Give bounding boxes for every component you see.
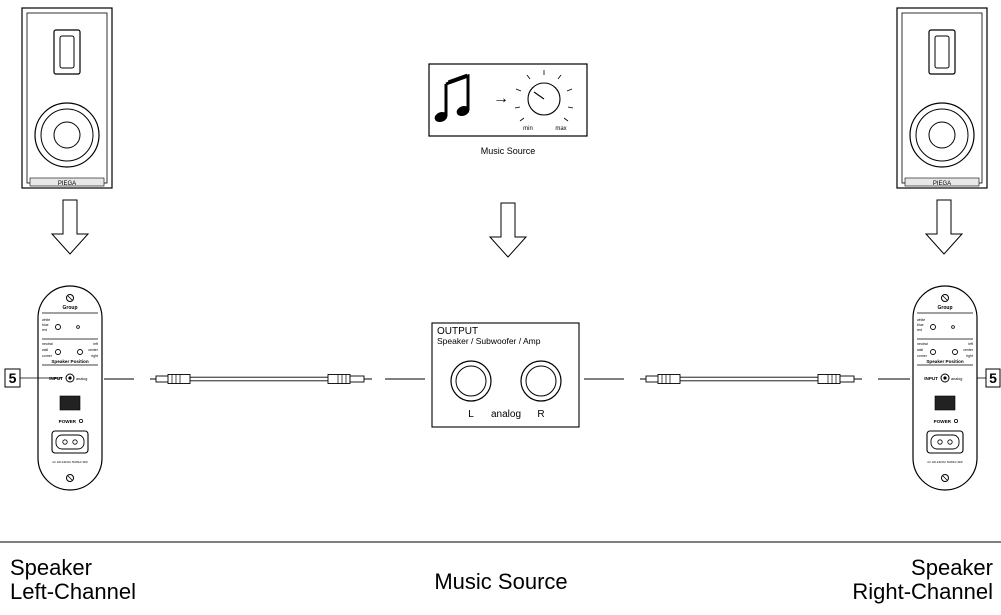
output-subtitle: Speaker / Subwoofer / Amp (437, 336, 541, 346)
left-amp-group-blue: blue (42, 323, 49, 327)
right-amp-group-red: red (917, 328, 922, 332)
right-amp-group-label: Group (938, 305, 953, 311)
right-amp-pos-wall: wall (917, 348, 923, 352)
music-source-label: Music Source (481, 146, 536, 156)
caption-right-speaker: Speaker Right-Channel (852, 556, 993, 604)
left-amp-group-red: red (42, 328, 47, 332)
output-panel: OUTPUT Speaker / Subwoofer / Amp L analo… (431, 322, 580, 428)
left-amp-group-label: Group (63, 305, 78, 311)
right-speaker-brand: PIEGA (933, 181, 951, 187)
music-source-down-arrow (489, 202, 527, 258)
right-amp-module: Group white blue red neutral wall corner… (912, 285, 978, 491)
right-amp-group-blue: blue (917, 323, 924, 327)
output-left-label: L (468, 409, 474, 420)
caption-right-line-1: Speaker (911, 555, 993, 580)
right-amp-pos-center: center (963, 348, 974, 352)
caption-music-source: Music Source (401, 570, 601, 594)
right-amp-input-label: INPUT (924, 376, 938, 381)
right-amp-pos-neutral: neutral (917, 342, 928, 346)
right-amp-fineprint: AC 100-240VAC 50/60Hz 30W (927, 460, 963, 464)
knob-min-label: min (523, 126, 533, 132)
left-speaker: PIEGA (21, 7, 113, 189)
left-amp-input-type: analog (76, 377, 87, 381)
left-amp-pos-corner: corner (42, 354, 53, 358)
right-amp-group-white: white (917, 318, 925, 322)
left-callout-number: 5 (9, 370, 17, 386)
volume-knob-icon (514, 70, 574, 122)
left-rca-cable (149, 374, 373, 384)
right-callout-number: 5 (989, 370, 997, 386)
caption-left-line-1: Speaker (10, 555, 92, 580)
left-amp-group-white: white (42, 318, 50, 322)
output-title: OUTPUT (437, 326, 478, 337)
right-amp-input-type: analog (951, 377, 962, 381)
knob-max-label: max (555, 126, 566, 132)
music-source-device: → min max (428, 63, 588, 137)
arrow-right-icon: → (493, 90, 509, 107)
right-amp-pos-right: right (966, 354, 973, 358)
left-amp-pos-right: right (91, 354, 98, 358)
left-output-jack-icon (450, 360, 492, 402)
left-amp-pos-wall: wall (42, 348, 48, 352)
right-speaker: PIEGA (896, 7, 988, 189)
right-output-jack-icon (520, 360, 562, 402)
right-callout: 5 (977, 368, 1001, 388)
caption-right-line-2: Right-Channel (852, 579, 993, 604)
left-amp-speaker-position-label: Speaker Position (51, 359, 88, 364)
music-note-icon (434, 73, 470, 123)
left-amp-module: Group white blue red neutral wall corner… (37, 285, 103, 491)
left-speaker-brand: PIEGA (58, 181, 76, 187)
left-callout: 5 (4, 368, 62, 388)
right-amp-speaker-position-label: Speaker Position (926, 359, 963, 364)
caption-left-speaker: Speaker Left-Channel (10, 556, 136, 604)
left-amp-pos-center: center (88, 348, 99, 352)
caption-left-line-2: Left-Channel (10, 579, 136, 604)
caption-center-line: Music Source (434, 569, 568, 594)
left-amp-power-label: POWER (59, 419, 77, 424)
right-rca-cable (639, 374, 863, 384)
right-amp-pos-left: left (968, 342, 973, 346)
left-amp-fineprint: AC 100-240VAC 50/60Hz 30W (52, 460, 88, 464)
left-amp-pos-left: left (93, 342, 98, 346)
output-analog-label: analog (491, 409, 521, 420)
left-amp-pos-neutral: neutral (42, 342, 53, 346)
left-speaker-down-arrow (51, 199, 89, 255)
left-amp-input-label: INPUT (49, 376, 63, 381)
right-amp-pos-corner: corner (917, 354, 928, 358)
right-amp-power-label: POWER (934, 419, 952, 424)
right-speaker-down-arrow (925, 199, 963, 255)
output-right-label: R (537, 409, 544, 420)
